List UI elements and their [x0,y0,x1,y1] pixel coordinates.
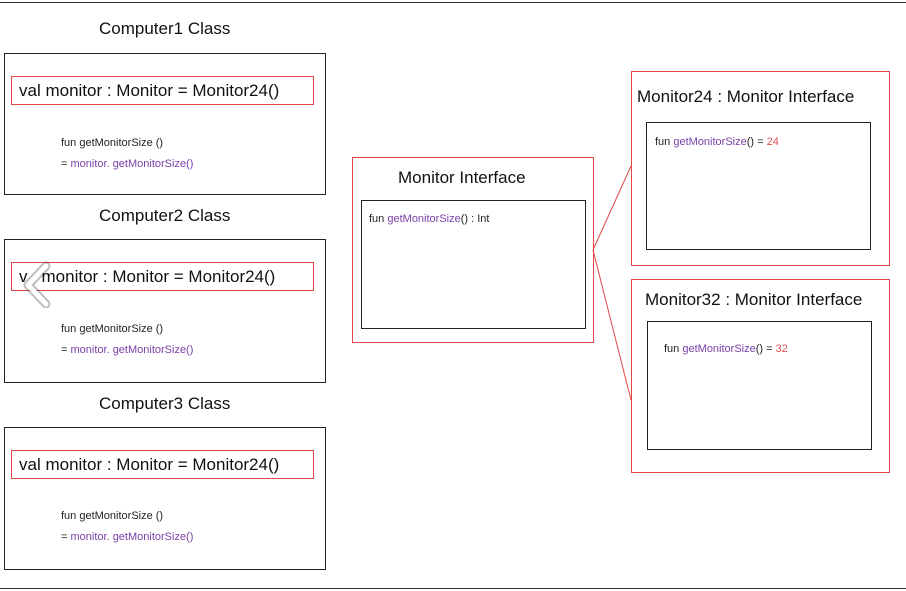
connector-to-monitor32 [592,249,632,401]
monitor32-method: fun getMonitorSize() = 32 [664,339,788,360]
monitor32-fun-kw: fun [664,343,683,355]
computer2-return-line: = monitor. getMonitorSize() [61,340,193,361]
monitor32-body [647,321,872,450]
computer3-return-line: = monitor. getMonitorSize() [61,527,193,548]
computer3-property-text: val monitor : Monitor = Monitor24() [19,454,280,474]
monitor32-value: 32 [775,343,788,355]
computer3-class-box [4,427,326,570]
monitor24-title: Monitor24 : Monitor Interface [637,87,855,106]
computer1-ret-call: getMonitorSize() [112,158,194,170]
computer2-title: Computer2 Class [99,206,231,225]
monitor24-fun-eq: () = [746,136,767,148]
computer1-ret-obj: monitor [70,158,107,170]
computer2-fun-line: fun getMonitorSize () [61,323,164,335]
interface-fun-sig: () : Int [460,213,490,225]
computer3-ret-call: getMonitorSize() [112,531,194,543]
interface-fun-kw: fun [369,213,388,225]
computer3-method: fun getMonitorSize () = monitor. getMoni… [61,506,193,548]
connector-to-monitor24 [592,165,632,251]
computer1-property: val monitor : Monitor = Monitor24() [11,76,314,105]
computer2-method: fun getMonitorSize () = monitor. getMoni… [61,319,193,361]
computer1-property-text: val monitor : Monitor = Monitor24() [19,80,280,100]
interface-method: fun getMonitorSize() : Int [369,209,489,230]
computer1-eq: = [61,158,71,170]
computer1-dot: . [106,158,113,170]
computer1-title: Computer1 Class [99,19,231,38]
monitor24-body [646,122,871,250]
interface-fun-name: getMonitorSize [387,213,461,225]
computer2-dot: . [106,344,113,356]
computer1-fun-line: fun getMonitorSize () [61,137,164,149]
bottom-divider [0,588,906,589]
computer3-fun-line: fun getMonitorSize () [61,510,164,522]
computer2-property-prefix: v [19,266,28,286]
computer2-ret-obj: monitor [70,344,107,356]
computer2-property: v monitor : Monitor = Monitor24() [11,262,314,291]
monitor32-fun-eq: () = [755,343,776,355]
computer1-method: fun getMonitorSize () = monitor. getMoni… [61,133,193,175]
implementation-connectors [592,165,632,401]
computer3-dot: . [106,531,113,543]
monitor24-fun-kw: fun [655,136,674,148]
monitor-interface-title: Monitor Interface [398,168,526,187]
monitor24-method: fun getMonitorSize() = 24 [655,132,779,153]
monitor-interface-body [361,200,586,329]
monitor32-fun-name: getMonitorSize [682,343,756,355]
top-divider [0,2,906,3]
computer3-ret-obj: monitor [70,531,107,543]
computer3-eq: = [61,531,71,543]
computer3-property: val monitor : Monitor = Monitor24() [11,450,314,479]
computer2-ret-call: getMonitorSize() [112,344,194,356]
computer1-return-line: = monitor. getMonitorSize() [61,154,193,175]
monitor24-fun-name: getMonitorSize [673,136,747,148]
chevron-left-icon[interactable] [16,258,58,308]
computer3-title: Computer3 Class [99,394,231,413]
computer2-eq: = [61,344,71,356]
monitor32-title: Monitor32 : Monitor Interface [645,290,863,309]
computer2-property-text: monitor : Monitor = Monitor24() [41,266,276,286]
monitor24-value: 24 [766,136,779,148]
